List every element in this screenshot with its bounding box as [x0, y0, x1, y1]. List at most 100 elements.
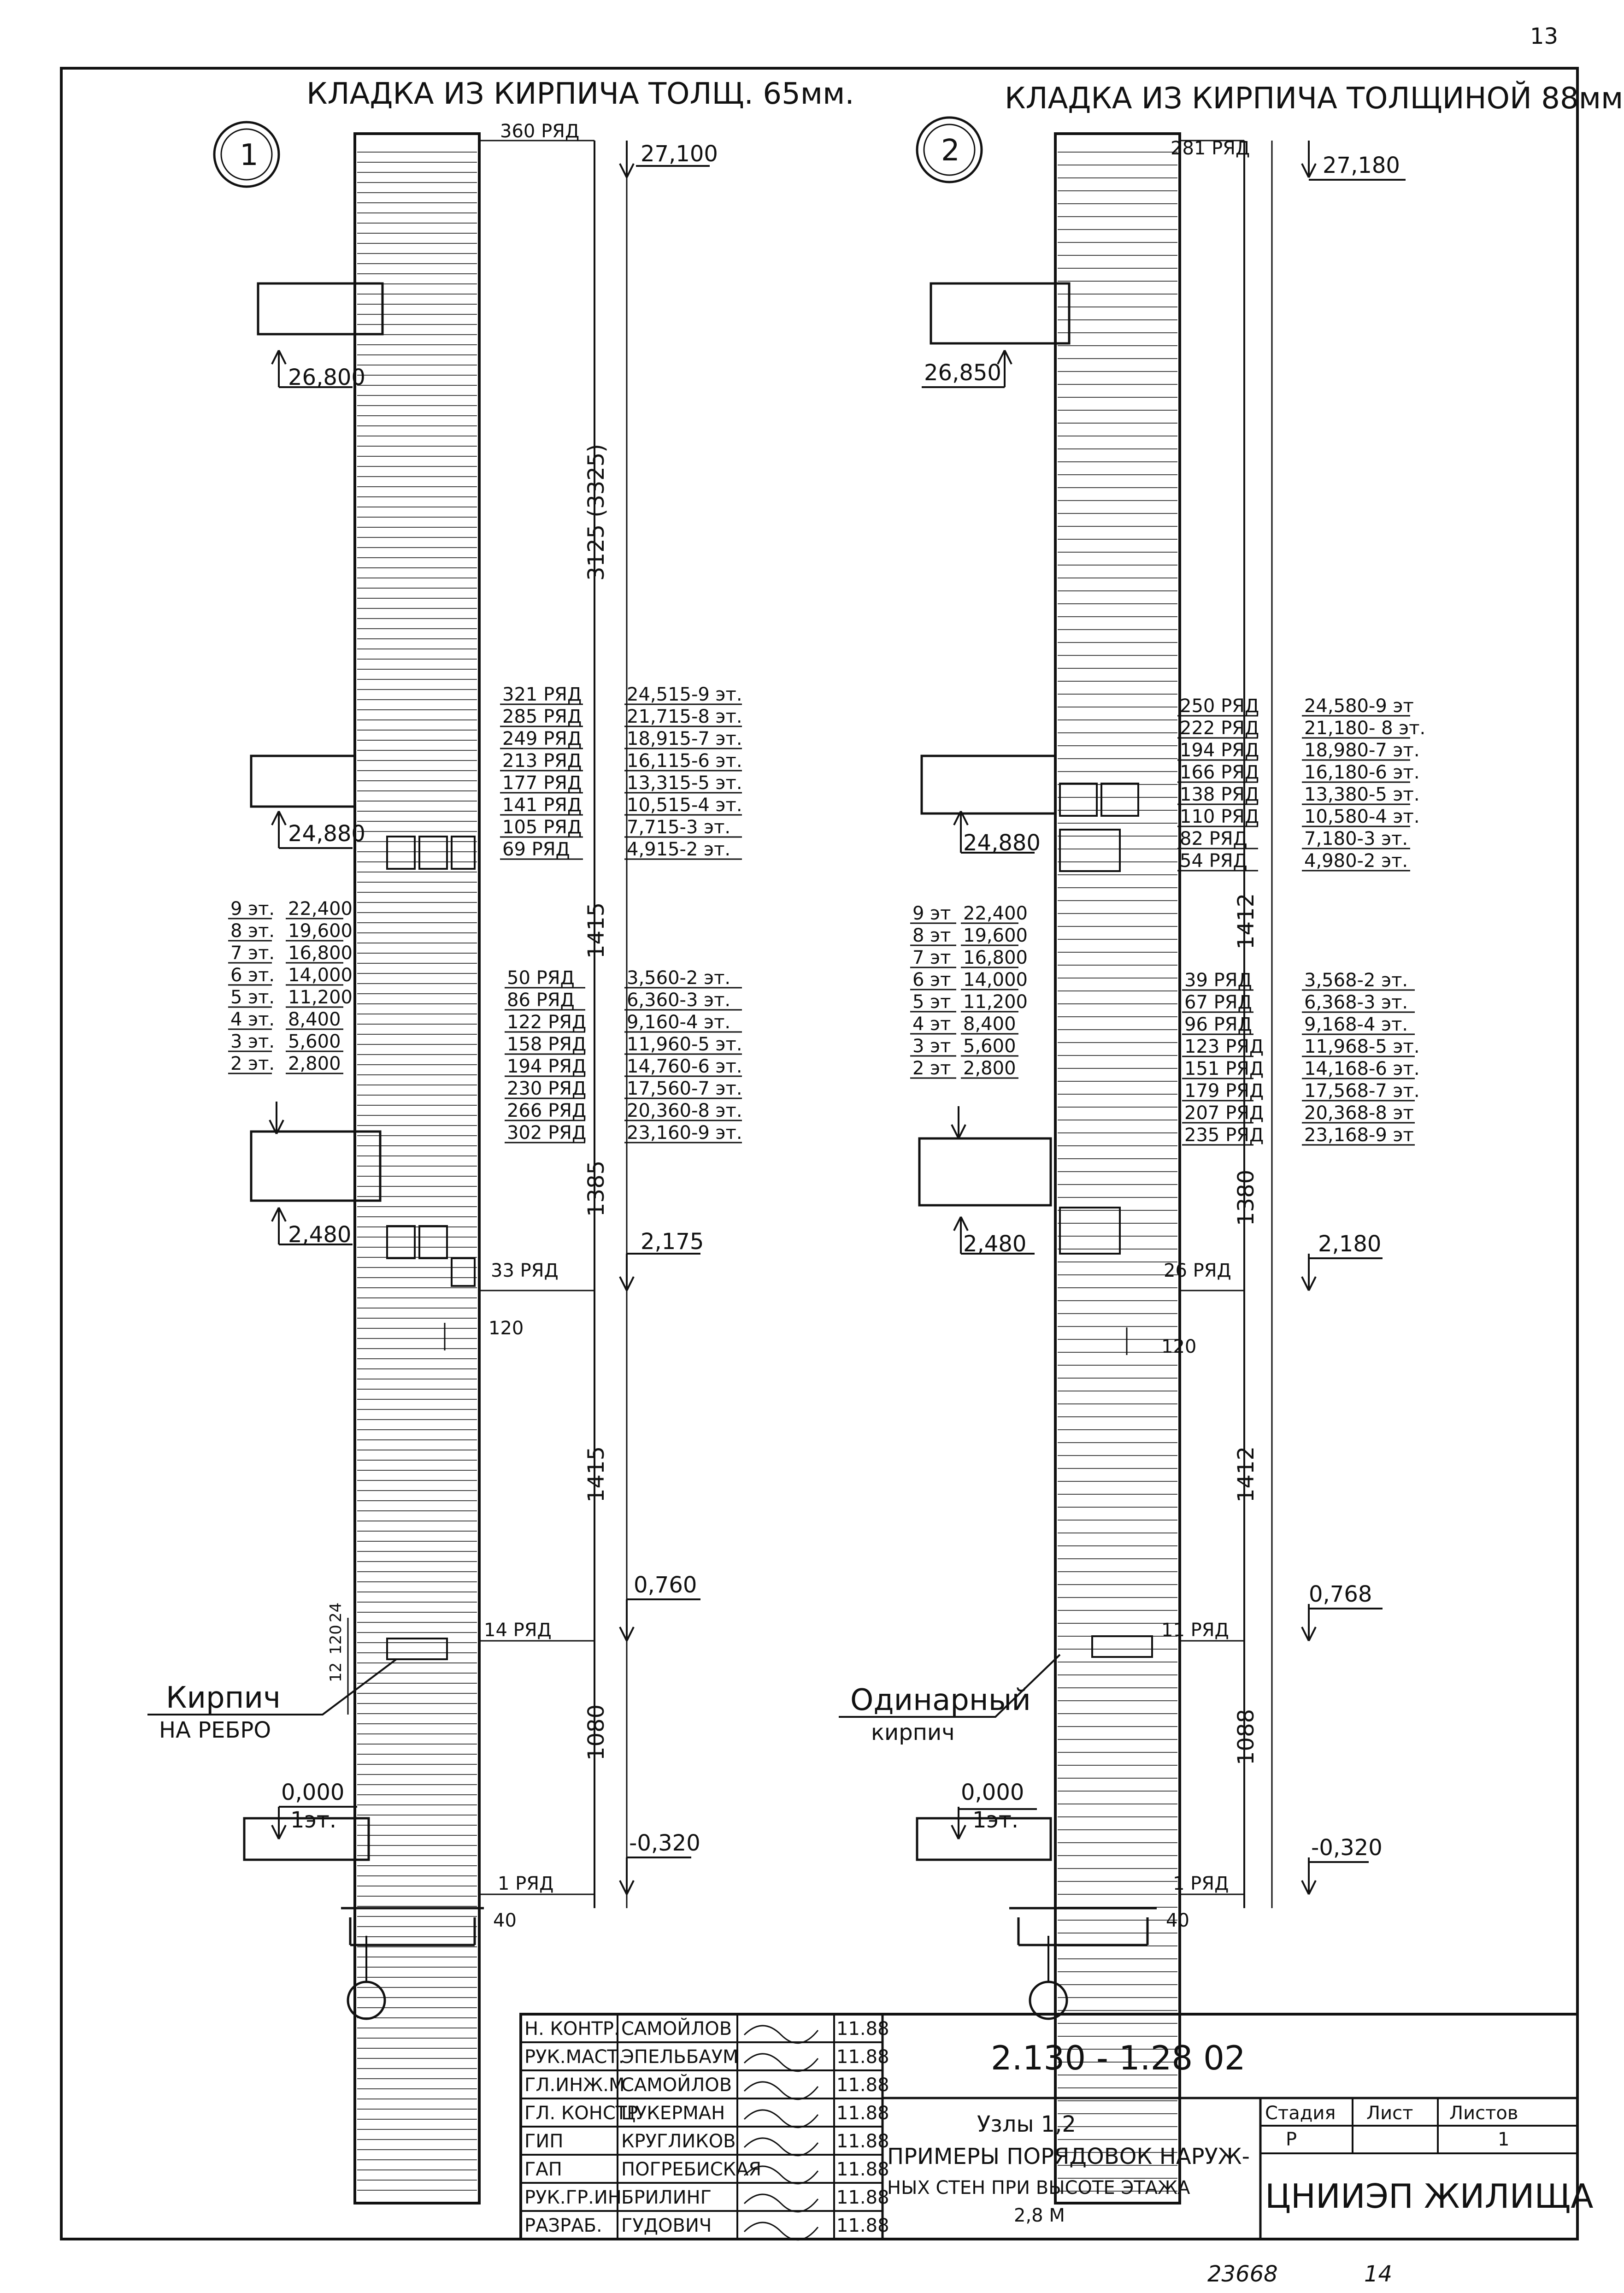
node-2-dim-1412b: 1412 [1233, 1446, 1259, 1503]
n2-lower-item: 23,168-9 эт [1304, 1125, 1414, 1146]
tb-role: ГЛ.ИНЖ.М [524, 2075, 625, 2096]
node-2-slab-lower [918, 1137, 1052, 1207]
node-2-roof-slab [930, 282, 1071, 345]
node-2-marker-label: 2 [941, 134, 960, 168]
node-1-title: КЛАДКА ИЗ КИРПИЧА ТОЛЩ. 65мм. [306, 77, 854, 111]
n1-upper-item: 24,515-9 эт. [627, 684, 742, 705]
tb-role: Н. КОНТР. [524, 2018, 620, 2040]
n2-floors-item: 5,600 [963, 1036, 1016, 1057]
node-1-minus-elev: -0,320 [629, 1830, 700, 1856]
node-1-brick-courses [357, 152, 477, 2191]
n2-floors-item: 2 эт [912, 1058, 951, 1079]
footer-sheet: 14 [1364, 2261, 1392, 2287]
node-1-small-dim-12: 12 [327, 1662, 345, 1682]
n1-upper-item: 4,915-2 эт. [627, 839, 730, 860]
node-1-row-1: 1 РЯД [498, 1873, 553, 1894]
tb-role: РУК.ГР.ИН [524, 2187, 622, 2208]
n1-floors-item: 4 эт. [230, 1009, 275, 1030]
node-2-wall [1054, 132, 1181, 2205]
n1-lower-item: 20,360-8 эт. [627, 1100, 742, 1121]
n1-lower-item: 158 РЯД [507, 1034, 586, 1055]
tb-role: РУК.МАСТ. [524, 2046, 624, 2068]
node-1-dim-top: 3125 (3325) [583, 444, 609, 581]
tb-name: ЭПЕЛЬБАУМ [621, 2046, 739, 2068]
node-1: КЛАДКА ИЗ КИРПИЧА ТОЛЩ. 65мм. 1 360 РЯД … [147, 77, 854, 2205]
n2-lower-item: 67 РЯД [1184, 992, 1252, 1013]
node-2-slab-elev-upper: 24,880 [963, 830, 1041, 856]
node-2-note-line-2: кирпич [871, 1720, 955, 1745]
n1-upper-item: 7,715-3 эт. [627, 817, 730, 838]
node-1-floor-table: 9 эт.8 эт.7 эт.6 эт.5 эт.4 эт.3 эт.2 эт.… [228, 898, 353, 1074]
n2-upper-item: 24,580-9 эт [1304, 696, 1414, 717]
node-2-dim-120: 120 [1161, 1336, 1196, 1357]
n2-lower-item: 17,568-7 эт. [1304, 1080, 1420, 1102]
tb-role: РАЗРАБ. [524, 2215, 602, 2236]
n2-upper-item: 16,180-6 эт. [1304, 762, 1420, 783]
sheet-label: Лист [1366, 2103, 1413, 2124]
n1-upper-item: 285 РЯД [502, 706, 582, 727]
footer-number: 23668 [1207, 2261, 1278, 2287]
n1-upper-item: 141 РЯД [502, 795, 582, 816]
node-2-marker [916, 116, 983, 183]
node-2-dim-1088: 1088 [1233, 1709, 1259, 1765]
node-1-small-dim-120: 120 [327, 1625, 345, 1655]
n2-upper-item: 110 РЯД [1180, 806, 1259, 827]
node-2-slab-ground [916, 1817, 1052, 1861]
tb-name: БРИЛИНГ [621, 2187, 712, 2208]
n1-upper-item: 213 РЯД [502, 750, 582, 772]
node-2-elev-2180: 2,180 [1318, 1231, 1381, 1257]
node-2-minus-elev: -0,320 [1311, 1835, 1383, 1861]
node-1-wall [353, 132, 481, 2205]
node-2-row-26: 26 РЯД [1164, 1260, 1231, 1281]
node-2-dim-40: 40 [1166, 1910, 1189, 1931]
node-1-zero-elev: 0,000 [281, 1780, 344, 1805]
node-1-axis-marker [347, 1981, 386, 2020]
node-2-brick-courses [1058, 152, 1177, 2192]
n1-lower-item: 3,560-2 эт. [627, 967, 730, 989]
organization: ЦНИИЭП ЖИЛИЩА [1265, 2177, 1593, 2216]
node-1-top-row: 360 РЯД [500, 121, 579, 142]
n2-floors-item: 7 эт [912, 947, 951, 968]
n2-floors-item: 9 эт [912, 903, 951, 924]
n2-upper-item: 166 РЯД [1180, 762, 1259, 783]
tb-name: КРУГЛИКОВ [621, 2131, 736, 2152]
n2-lower-item: 6,368-3 эт. [1304, 992, 1408, 1013]
n1-upper-item: 249 РЯД [502, 728, 582, 749]
tb-role: ГЛ. КОНСТР [524, 2103, 638, 2124]
n1-upper-item: 105 РЯД [502, 817, 582, 838]
node-1-note-line-2: НА РЕБРО [159, 1717, 271, 1743]
node-2-dim-low: 1380 [1233, 1170, 1259, 1226]
n1-floors-item: 9 эт. [230, 898, 275, 920]
n2-upper-item: 250 РЯД [1180, 696, 1259, 717]
node-2-foundation [1009, 1907, 1157, 1946]
n1-floors-item: 3 эт. [230, 1031, 275, 1052]
n2-upper-item: 13,380-5 эт. [1304, 784, 1420, 805]
node-1-elev-0760: 0,760 [634, 1572, 697, 1598]
node-1-slab-elev-upper: 24,880 [288, 821, 365, 847]
node-1-dim-low: 1385 [583, 1161, 609, 1217]
sheet-frame [60, 67, 1579, 2240]
node-2-slab-upper [920, 755, 1057, 815]
n2-upper-item: 222 РЯД [1180, 718, 1259, 739]
node-1-small-dim-24: 24 [327, 1603, 345, 1622]
n1-lower-item: 9,160-4 эт. [627, 1012, 730, 1033]
n1-floors-item: 22,400 [288, 898, 353, 920]
n1-upper-item: 16,115-6 эт. [627, 750, 742, 772]
n1-floors-item: 16,800 [288, 943, 353, 964]
sheet-title-3: НЫХ СТЕН ПРИ ВЫСОТЕ ЭТАЖА [887, 2177, 1190, 2199]
node-1-slab-ground [243, 1817, 370, 1861]
n1-floors-item: 5 эт. [230, 987, 275, 1008]
node-1-slab-lower [250, 1130, 382, 1202]
n2-upper-item: 82 РЯД [1180, 828, 1247, 849]
node-2-row-11: 11 РЯД [1161, 1620, 1229, 1641]
node-2-zero-elev: 0,000 [961, 1780, 1024, 1805]
node-1-slab-upper [250, 755, 356, 808]
n1-lower-item: 194 РЯД [507, 1056, 586, 1077]
n2-floors-item: 8 эт [912, 925, 951, 946]
node-1-marker [213, 121, 280, 188]
